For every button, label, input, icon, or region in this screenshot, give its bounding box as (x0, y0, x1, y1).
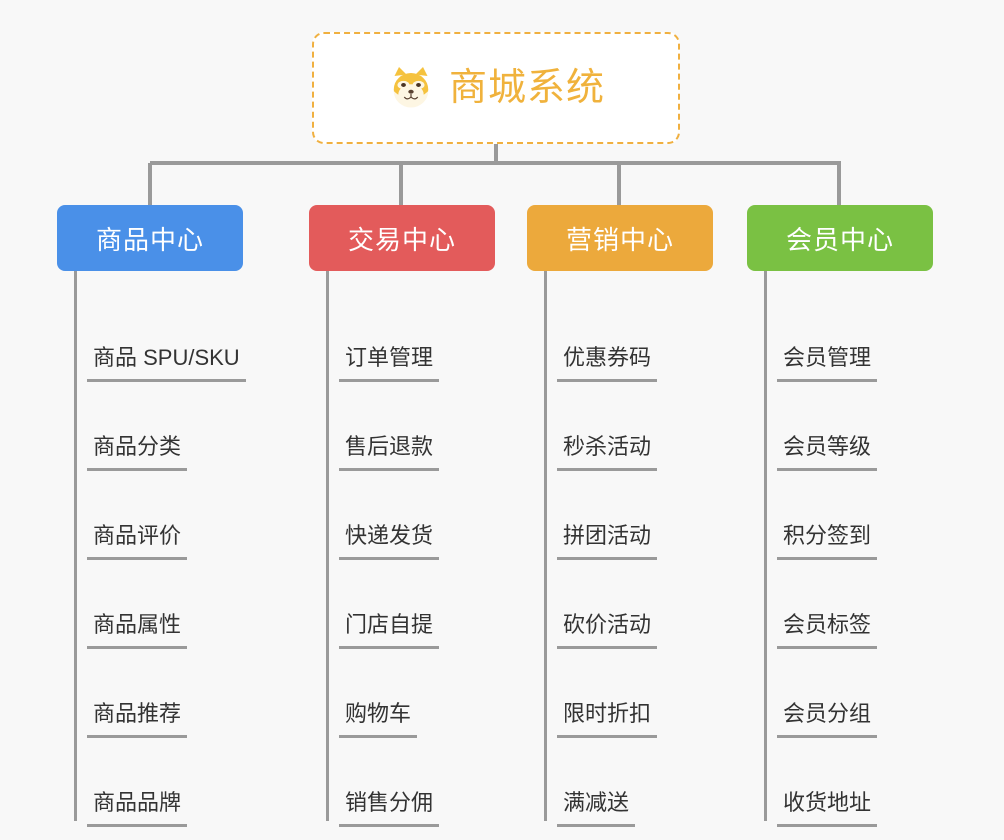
leaf-label: 优惠券码 (557, 345, 658, 382)
list-item[interactable]: 快递发货 (309, 471, 495, 560)
leaf-label: 积分签到 (777, 523, 878, 560)
list-item[interactable]: 售后退款 (309, 382, 495, 471)
leaf-label: 商品属性 (87, 612, 188, 649)
list-item[interactable]: 商品分类 (57, 382, 243, 471)
leaf-group-trade-center: 订单管理 售后退款 快递发货 门店自提 购物车 销售分佣 (309, 271, 495, 827)
list-item[interactable]: 满减送 (527, 738, 713, 827)
leaf-label: 限时折扣 (557, 701, 658, 738)
category-box-trade-center[interactable]: 交易中心 (309, 205, 495, 271)
leaf-label: 会员等级 (777, 434, 878, 471)
list-item[interactable]: 会员分组 (747, 649, 933, 738)
leaf-label: 商品分类 (87, 434, 188, 471)
branch-trade-center: 交易中心 订单管理 售后退款 快递发货 门店自提 购物车 销售分佣 (309, 205, 495, 827)
list-item[interactable]: 砍价活动 (527, 560, 713, 649)
list-item[interactable]: 积分签到 (747, 471, 933, 560)
leaf-group-member-center: 会员管理 会员等级 积分签到 会员标签 会员分组 收货地址 (747, 271, 933, 827)
category-label: 商品中心 (95, 224, 204, 255)
list-item[interactable]: 商品品牌 (57, 738, 243, 827)
list-item[interactable]: 商品推荐 (57, 649, 243, 738)
branch-spine (544, 271, 547, 821)
list-item[interactable]: 商品评价 (57, 471, 243, 560)
list-item[interactable]: 商品属性 (57, 560, 243, 649)
list-item[interactable]: 订单管理 (309, 293, 495, 382)
leaf-label: 快递发货 (339, 523, 440, 560)
leaf-label: 会员分组 (777, 701, 878, 738)
leaf-label: 商品推荐 (87, 701, 188, 738)
root-title: 商城系统 (448, 67, 605, 109)
leaf-label: 商品评价 (87, 523, 188, 560)
list-item[interactable]: 限时折扣 (527, 649, 713, 738)
branch-product-center: 商品中心 商品 SPU/SKU 商品分类 商品评价 商品属性 商品推荐 商品品牌 (57, 205, 246, 827)
leaf-label: 商品 SPU/SKU (87, 345, 246, 382)
leaf-label: 满减送 (557, 790, 636, 827)
leaf-label: 秒杀活动 (557, 434, 658, 471)
leaf-label: 商品品牌 (87, 790, 188, 827)
category-box-marketing-center[interactable]: 营销中心 (527, 205, 713, 271)
leaf-label: 售后退款 (339, 434, 440, 471)
list-item[interactable]: 商品 SPU/SKU (57, 293, 246, 382)
leaf-label: 收货地址 (777, 790, 878, 827)
leaf-label: 砍价活动 (557, 612, 658, 649)
branch-spine (326, 271, 329, 821)
leaf-label: 拼团活动 (557, 523, 658, 560)
list-item[interactable]: 购物车 (309, 649, 495, 738)
branch-spine (74, 271, 77, 821)
list-item[interactable]: 会员标签 (747, 560, 933, 649)
list-item[interactable]: 优惠券码 (527, 293, 713, 382)
list-item[interactable]: 拼团活动 (527, 471, 713, 560)
branch-spine (764, 271, 767, 821)
leaf-label: 会员管理 (777, 345, 878, 382)
list-item[interactable]: 秒杀活动 (527, 382, 713, 471)
list-item[interactable]: 收货地址 (747, 738, 933, 827)
leaf-label: 购物车 (339, 701, 418, 738)
list-item[interactable]: 会员等级 (747, 382, 933, 471)
root-node[interactable]: 商城系统 (312, 32, 680, 144)
branch-member-center: 会员中心 会员管理 会员等级 积分签到 会员标签 会员分组 收货地址 (747, 205, 933, 827)
list-item[interactable]: 会员管理 (747, 293, 933, 382)
dog-face-icon (387, 64, 435, 112)
category-label: 营销中心 (565, 224, 674, 255)
leaf-label: 会员标签 (777, 612, 878, 649)
category-box-member-center[interactable]: 会员中心 (747, 205, 933, 271)
leaf-label: 订单管理 (339, 345, 440, 382)
leaf-label: 门店自提 (339, 612, 440, 649)
branch-marketing-center: 营销中心 优惠券码 秒杀活动 拼团活动 砍价活动 限时折扣 满减送 (527, 205, 713, 827)
list-item[interactable]: 门店自提 (309, 560, 495, 649)
list-item[interactable]: 销售分佣 (309, 738, 495, 827)
category-label: 交易中心 (347, 224, 456, 255)
leaf-group-marketing-center: 优惠券码 秒杀活动 拼团活动 砍价活动 限时折扣 满减送 (527, 271, 713, 827)
leaf-group-product-center: 商品 SPU/SKU 商品分类 商品评价 商品属性 商品推荐 商品品牌 (57, 271, 246, 827)
category-label: 会员中心 (785, 224, 894, 255)
leaf-label: 销售分佣 (339, 790, 440, 827)
category-box-product-center[interactable]: 商品中心 (57, 205, 243, 271)
